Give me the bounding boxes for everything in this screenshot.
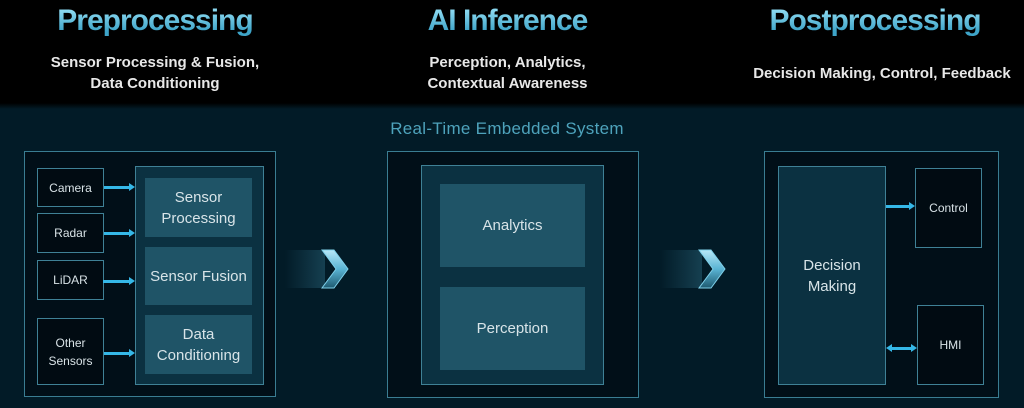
arrow-other-sensors bbox=[104, 352, 130, 355]
output-control: Control bbox=[915, 168, 982, 248]
block-label-line: Decision bbox=[803, 256, 861, 274]
block-data-conditioning: Data Conditioning bbox=[145, 315, 252, 374]
sensor-label-line: Sensors bbox=[48, 353, 93, 368]
stage-subtitle-preprocessing: Sensor Processing & Fusion, Data Conditi… bbox=[20, 52, 290, 94]
arrow-head-icon bbox=[129, 349, 135, 357]
sensor-other: Other Sensors bbox=[37, 318, 104, 385]
block-decision-making: Decision Making bbox=[778, 166, 886, 385]
block-sensor-fusion: Sensor Fusion bbox=[145, 247, 252, 305]
block-label-line: Sensor Fusion bbox=[150, 267, 247, 285]
arrow-head-icon bbox=[129, 277, 135, 285]
stage-title-postprocessing: Postprocessing bbox=[740, 4, 1010, 38]
arrow-head-icon bbox=[911, 344, 917, 352]
chevron-trail bbox=[285, 250, 325, 288]
block-label-line: Processing bbox=[161, 209, 236, 227]
block-label-line: Conditioning bbox=[156, 346, 241, 364]
block-label-line: Data bbox=[182, 325, 215, 343]
sensor-label-line: Other bbox=[55, 335, 86, 350]
arrow-radar bbox=[104, 232, 130, 235]
subtitle-line: Data Conditioning bbox=[90, 75, 220, 92]
stage-title-preprocessing: Preprocessing bbox=[20, 4, 290, 38]
arrow-head-icon bbox=[886, 344, 892, 352]
header-divider bbox=[0, 103, 1024, 109]
block-perception: Perception bbox=[440, 287, 585, 370]
arrow-hmi-bidirectional bbox=[892, 347, 912, 350]
stage-title-ai-inference: AI Inference bbox=[380, 4, 635, 38]
block-label-line: Making bbox=[807, 277, 857, 295]
sensor-radar: Radar bbox=[37, 213, 104, 253]
block-analytics: Analytics bbox=[440, 184, 585, 267]
header-band bbox=[0, 0, 1024, 105]
arrow-camera bbox=[104, 186, 130, 189]
subtitle-line: Perception, Analytics, bbox=[429, 54, 586, 71]
stage-subtitle-ai-inference: Perception, Analytics, Contextual Awaren… bbox=[380, 52, 635, 94]
subtitle-line: Sensor Processing & Fusion, bbox=[50, 54, 260, 71]
arrow-control bbox=[886, 205, 910, 208]
arrow-head-icon bbox=[909, 202, 915, 210]
arrow-head-icon bbox=[129, 229, 135, 237]
output-hmi: HMI bbox=[917, 305, 984, 385]
chevron-trail bbox=[660, 250, 702, 288]
chevron-right-icon bbox=[698, 249, 726, 289]
sensor-camera: Camera bbox=[37, 168, 104, 207]
chevron-right-icon bbox=[321, 249, 349, 289]
system-title: Real-Time Embedded System bbox=[390, 119, 624, 138]
block-label-line: Sensor bbox=[174, 188, 223, 206]
subtitle-line: Contextual Awareness bbox=[427, 75, 588, 92]
arrow-lidar bbox=[103, 280, 130, 283]
arrow-head-icon bbox=[129, 183, 135, 191]
subtitle-line: Decision Making, Control, Feedback bbox=[753, 65, 1011, 82]
stage-subtitle-postprocessing: Decision Making, Control, Feedback bbox=[740, 63, 1024, 84]
block-sensor-processing: Sensor Processing bbox=[145, 178, 252, 237]
sensor-lidar: LiDAR bbox=[37, 260, 104, 300]
